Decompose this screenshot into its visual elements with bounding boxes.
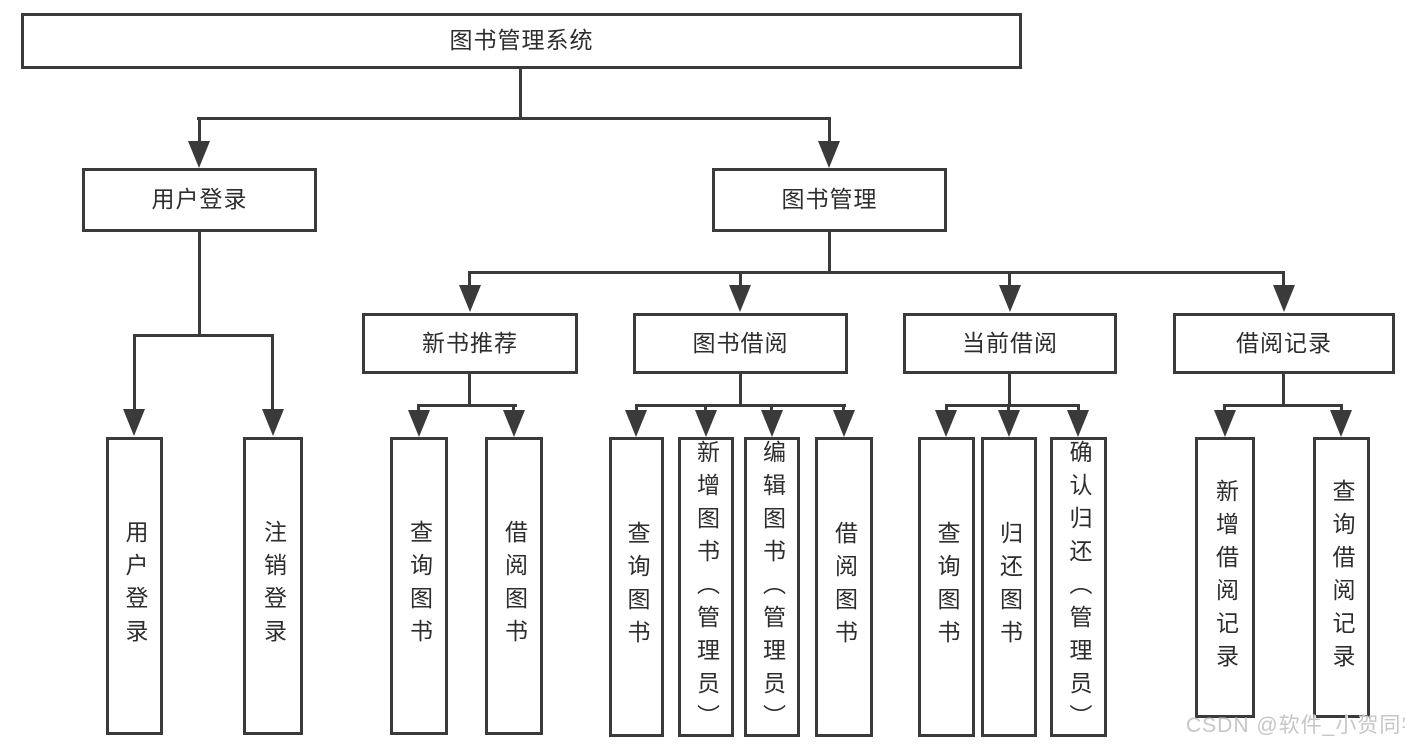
- leaf-newbook-borrow-books: 借阅图书: [485, 437, 543, 735]
- arrow-down-nb-query: [408, 410, 430, 437]
- connector-drop-book-management: [828, 117, 831, 144]
- connector-drop-current-borrow: [1008, 271, 1011, 287]
- connector-root-stem: [519, 69, 522, 117]
- connector-drop-bb-add: [704, 404, 707, 412]
- connector-drop-nb-borrow: [512, 404, 515, 412]
- connector-borrow-records-bar: [1223, 404, 1343, 407]
- connector-borrow-records-stem: [1282, 374, 1285, 407]
- connector-drop-leaf-user-login: [133, 334, 136, 411]
- arrow-down-cb-confirm: [1067, 410, 1089, 437]
- connector-new-book-bar: [417, 404, 517, 407]
- leaf-current-return-books: 归还图书: [981, 437, 1037, 737]
- node-current-borrow: 当前借阅: [903, 313, 1117, 374]
- leaf-borrow-edit-books-admin: 编辑图书（管理员）: [744, 437, 800, 737]
- node-new-book-recommend: 新书推荐: [362, 313, 578, 374]
- arrow-down-nb-borrow: [503, 410, 525, 437]
- connector-drop-br-add: [1223, 404, 1226, 412]
- arrow-down-user-login: [188, 141, 210, 168]
- connector-current-borrow-bar: [945, 404, 1080, 407]
- leaf-borrow-add-books-admin: 新增图书（管理员）: [678, 437, 734, 737]
- connector-drop-bb-borrow: [842, 404, 845, 412]
- arrow-down-book-management: [818, 141, 840, 168]
- arrow-down-br-add: [1214, 410, 1236, 437]
- node-book-borrow: 图书借阅: [633, 313, 848, 374]
- connector-current-borrow-stem: [1008, 374, 1011, 407]
- connector-book-borrow-stem: [739, 374, 742, 407]
- arrow-down-cb-return: [998, 410, 1020, 437]
- connector-drop-user-login: [198, 117, 201, 144]
- arrow-down-bb-borrow: [833, 410, 855, 437]
- leaf-user-login: 用户登录: [106, 437, 163, 735]
- leaf-records-query-record: 查询借阅记录: [1313, 437, 1370, 718]
- leaf-borrow-query-books: 查询图书: [609, 437, 664, 737]
- arrow-down-cb-query: [935, 410, 957, 437]
- connector-level2-bar: [197, 117, 831, 120]
- connector-level3-bar: [468, 271, 1284, 274]
- connector-drop-br-query: [1340, 404, 1343, 412]
- arrow-down-bb-add: [695, 410, 717, 437]
- arrow-down-br-query: [1330, 410, 1352, 437]
- connector-user-login-bar: [133, 334, 274, 337]
- connector-drop-nb-query: [417, 404, 420, 412]
- connector-drop-borrow-records: [1282, 271, 1285, 287]
- arrow-down-book-borrow: [729, 285, 751, 312]
- connector-drop-bb-edit: [770, 404, 773, 412]
- leaf-newbook-query-books: 查询图书: [390, 437, 448, 735]
- connector-book-borrow-bar: [635, 404, 846, 407]
- arrow-down-current-borrow: [999, 285, 1021, 312]
- connector-book-management-stem: [828, 232, 831, 274]
- leaf-current-confirm-return-admin: 确认归还（管理员）: [1050, 437, 1107, 737]
- watermark: CSDN @软件_小贺同学: [1186, 714, 1405, 737]
- node-user-login: 用户登录: [82, 168, 317, 232]
- leaf-borrow-borrow-books: 借阅图书: [815, 437, 873, 737]
- leaf-current-query-books: 查询图书: [918, 437, 975, 737]
- connector-drop-book-borrow: [739, 271, 742, 287]
- connector-drop-cb-return: [1007, 404, 1010, 412]
- connector-user-login-stem: [198, 232, 201, 336]
- connector-drop-bb-query: [635, 404, 638, 412]
- leaf-records-add-record: 新增借阅记录: [1195, 437, 1255, 718]
- connector-drop-cb-confirm: [1077, 404, 1080, 412]
- arrow-down-new-book: [459, 285, 481, 312]
- leaf-logout: 注销登录: [243, 437, 303, 735]
- arrow-down-bb-query: [625, 410, 647, 437]
- node-borrow-records: 借阅记录: [1173, 313, 1395, 374]
- node-book-management: 图书管理: [712, 168, 947, 232]
- arrow-down-leaf-logout: [262, 409, 284, 436]
- node-root: 图书管理系统: [21, 13, 1022, 69]
- connector-drop-leaf-logout: [271, 334, 274, 411]
- connector-new-book-stem: [468, 374, 471, 407]
- connector-drop-cb-query: [945, 404, 948, 412]
- arrow-down-leaf-user-login: [123, 409, 145, 436]
- arrow-down-borrow-records: [1273, 285, 1295, 312]
- connector-drop-new-book: [468, 271, 471, 287]
- arrow-down-bb-edit: [761, 410, 783, 437]
